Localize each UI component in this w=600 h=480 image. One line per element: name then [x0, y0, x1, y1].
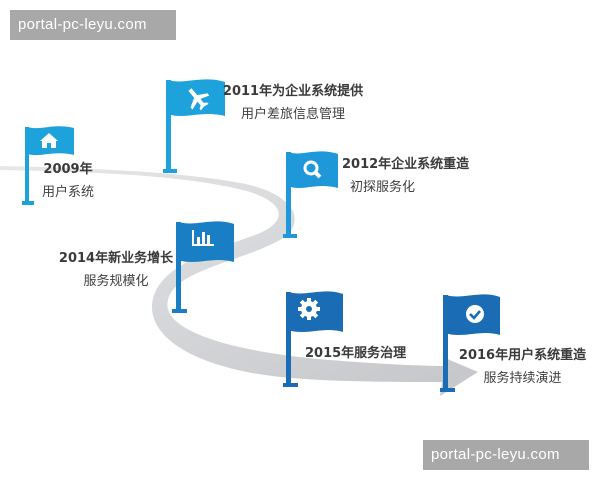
search-icon	[303, 160, 322, 179]
milestone-desc: 服务持续演进	[483, 371, 562, 386]
milestone-2012: 2012年企业系统重造 初探服务化	[342, 153, 469, 199]
milestone-desc: 用户系统	[41, 185, 94, 200]
milestone-title: 2009年	[43, 162, 93, 177]
milestone-2011: 2011年为企业系统提供 用户差旅信息管理	[218, 80, 368, 126]
airplane-icon	[188, 88, 210, 111]
bar-chart-icon	[192, 230, 214, 246]
check-circle-icon	[466, 305, 484, 323]
milestone-2015: 2015年服务治理	[305, 342, 406, 365]
milestone-2014: 2014年新业务增长 服务规模化	[50, 247, 182, 293]
milestone-title: 2016年用户系统重造	[458, 348, 587, 363]
flag-2016	[440, 294, 500, 392]
milestone-title: 2011年为企业系统提供	[222, 84, 364, 99]
milestone-2016: 2016年用户系统重造 服务持续演进	[455, 344, 590, 390]
flag-2009	[22, 126, 74, 205]
watermark-top: portal-pc-leyu.com	[10, 10, 176, 40]
milestone-desc: 初探服务化	[350, 180, 416, 195]
flag-2014	[172, 221, 234, 313]
gear-icon	[298, 298, 320, 320]
milestone-title: 2014年新业务增长	[58, 251, 174, 266]
flag-2011	[163, 79, 225, 173]
watermark-bottom: portal-pc-leyu.com	[423, 440, 589, 470]
road-shape	[0, 166, 478, 396]
flag-2015	[283, 291, 343, 387]
milestone-desc: 服务规模化	[83, 274, 149, 289]
milestone-title: 2015年服务治理	[305, 346, 407, 361]
flag-2012	[283, 151, 338, 238]
milestone-desc: 用户差旅信息管理	[240, 107, 345, 122]
milestone-2009: 2009年 用户系统	[38, 158, 98, 204]
home-icon	[40, 133, 58, 148]
milestone-title: 2012年企业系统重造	[342, 157, 470, 172]
